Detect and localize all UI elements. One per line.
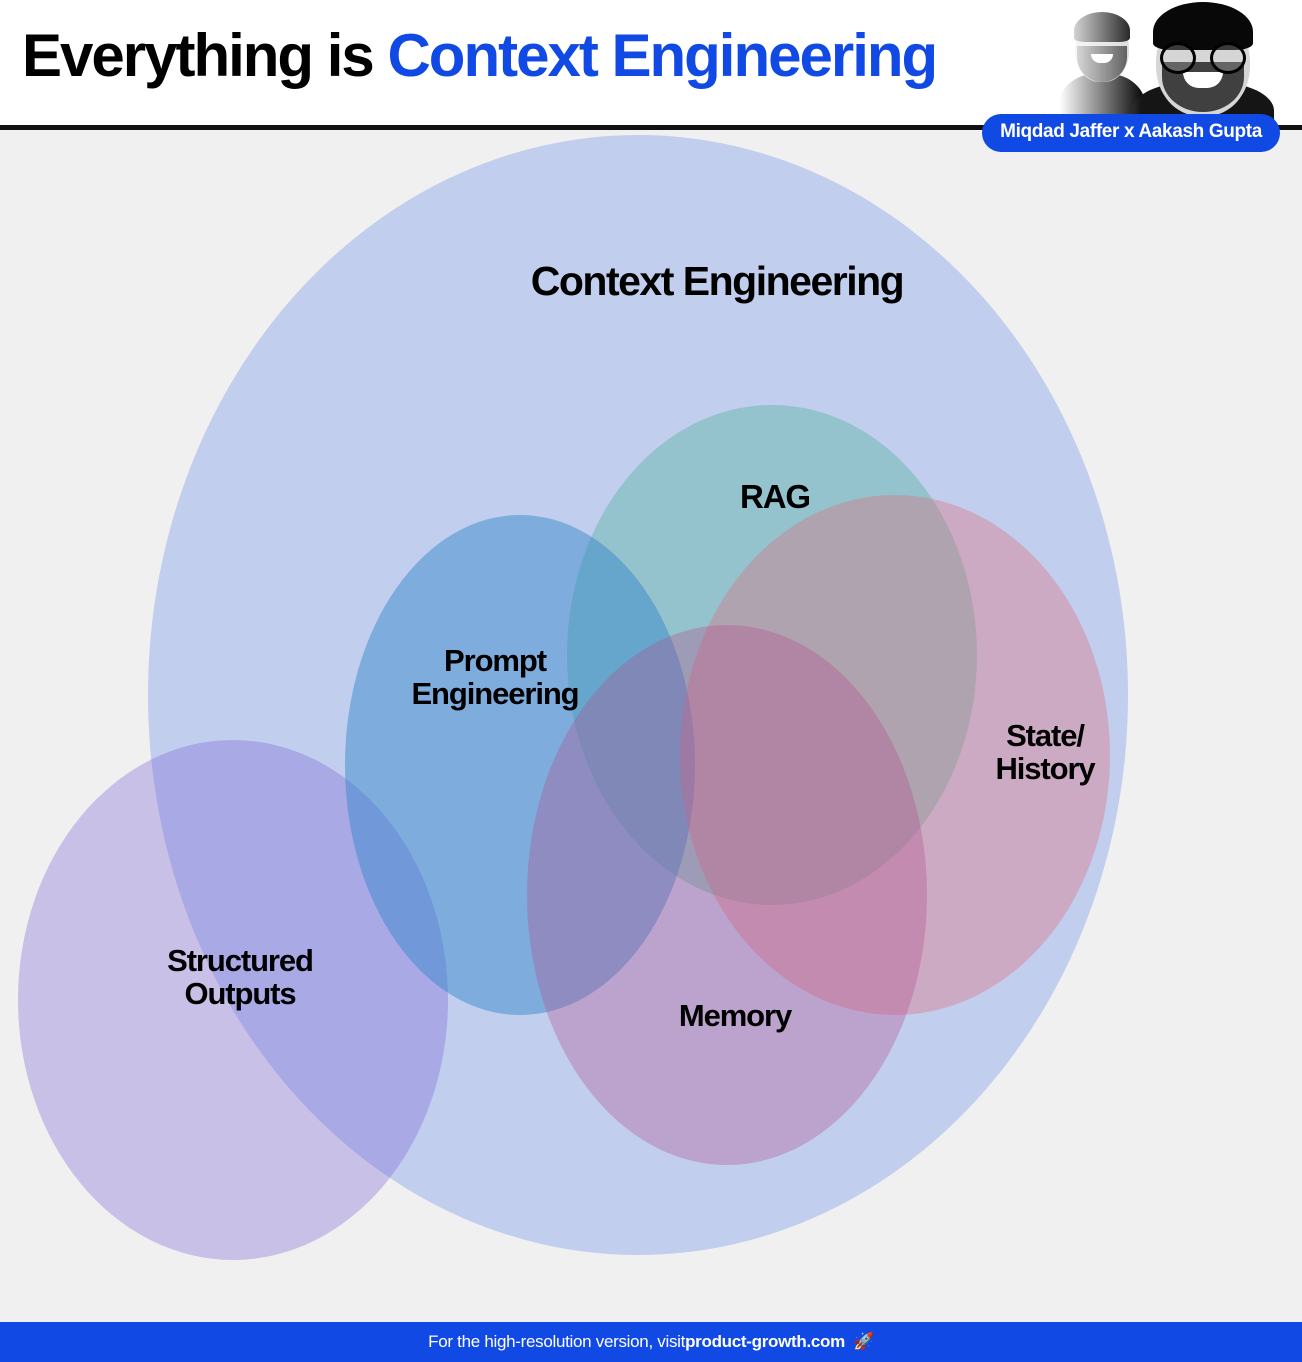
venn-circle-prompt-engineering <box>345 515 695 1015</box>
footer-text: For the high-resolution version, visit <box>428 1332 686 1351</box>
portrait-right <box>1128 0 1278 130</box>
venn-circle-structured-outputs <box>18 740 448 1260</box>
footer-banner: For the high-resolution version, visit p… <box>0 1322 1302 1362</box>
rocket-icon: 🚀 <box>852 1332 874 1351</box>
glasses-icon <box>1157 42 1249 74</box>
portrait-left-hair <box>1074 12 1130 42</box>
page-title-accent: Context Engineering <box>387 22 938 89</box>
author-photos <box>1050 0 1290 130</box>
header-bar: Everything is Context Engineering Miqdad… <box>0 0 1302 152</box>
page-title-plain: Everything is <box>22 22 388 89</box>
venn-circle-state-history <box>680 495 1110 1015</box>
venn-diagram: Context Engineering RAG Prompt Engineeri… <box>0 135 1302 1322</box>
venn-circle-rag <box>567 405 977 905</box>
author-byline-badge: Miqdad Jaffer x Aakash Gupta <box>982 114 1280 152</box>
page-title: Everything is Context Engineering <box>22 26 938 86</box>
venn-circle-memory <box>527 625 927 1165</box>
footer-link[interactable]: product-growth.com <box>685 1332 845 1351</box>
venn-circles <box>18 135 1128 1260</box>
